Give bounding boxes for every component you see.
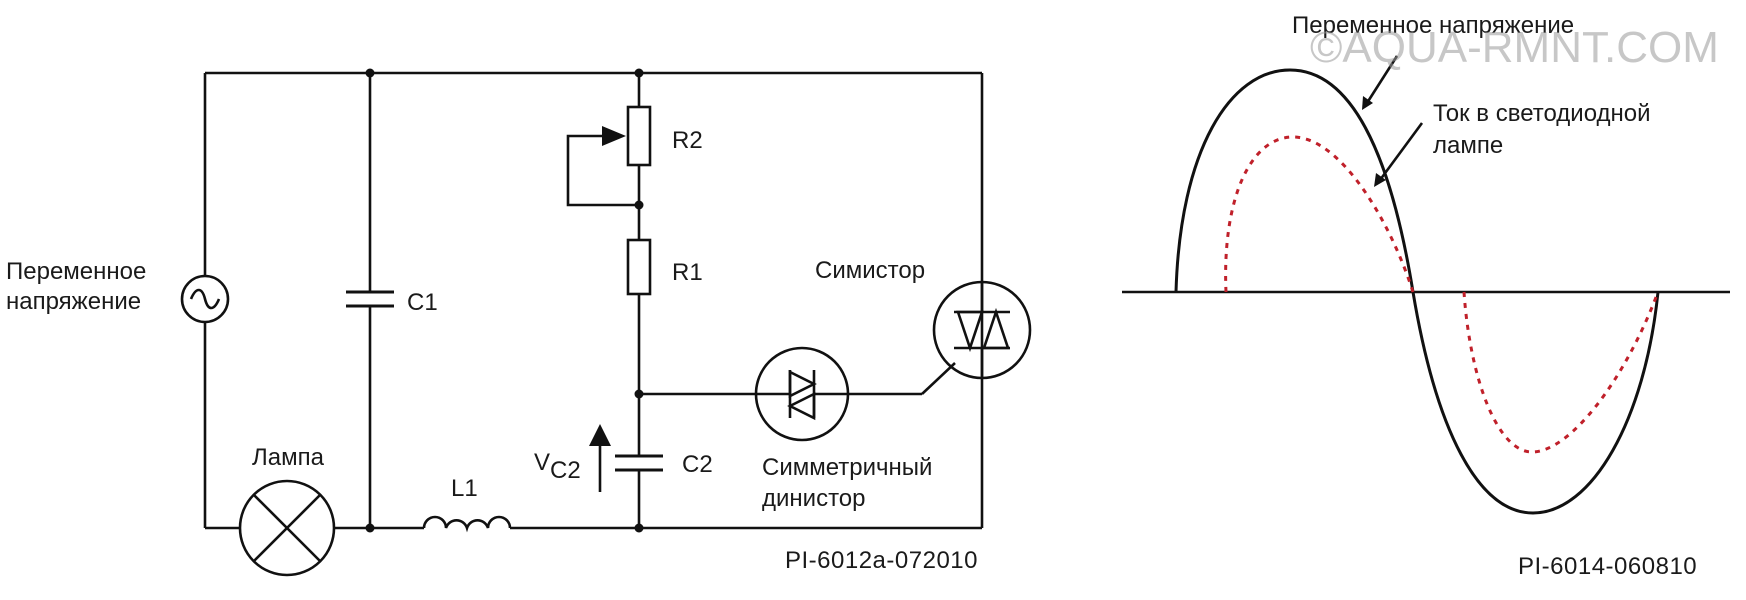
lamp-label: Лампа (252, 444, 325, 471)
diac-label-line2: динистор (762, 485, 866, 512)
wiper-arrow-icon (602, 126, 626, 146)
c2-label: C2 (682, 451, 713, 478)
voltage-leader (1365, 55, 1399, 104)
current-label-line1: Ток в светодиодной (1433, 100, 1651, 127)
sine-icon (189, 288, 221, 310)
triac-label: Симистор (815, 257, 925, 284)
source-label-line2: напряжение (6, 288, 141, 315)
waveform-figure-code: PI-6014-060810 (1518, 553, 1697, 580)
source-label-line1: Переменное (6, 258, 146, 285)
diac (754, 346, 850, 442)
inductor-l1 (422, 515, 512, 533)
triac (932, 280, 1032, 380)
current-label-line2: лампе (1433, 132, 1503, 159)
potentiometer-r2 (602, 105, 652, 167)
circuit-wires (203, 71, 984, 530)
diac-label-line1: Симметричный (762, 454, 932, 481)
current-curve (1224, 135, 1660, 454)
c1-label: C1 (407, 289, 438, 316)
capacitor-c2 (615, 454, 663, 472)
resistor-r1 (626, 238, 652, 296)
voltage-leader-arrow-icon (1362, 96, 1373, 110)
waveform-diagram: Переменное напряжение Ток в светодиодной… (1122, 12, 1730, 580)
ac-source (180, 274, 230, 324)
current-leader (1378, 122, 1424, 181)
circuit-figure-code: PI-6012a-072010 (785, 547, 978, 574)
lamp (238, 479, 336, 577)
r2-label: R2 (672, 127, 703, 154)
watermark: ©AQUA-RMNT.COM (1310, 23, 1719, 72)
vc2-arrow (589, 424, 611, 492)
r1-label: R1 (672, 259, 703, 286)
current-leader-arrow-icon (1374, 173, 1386, 187)
voltage-arrow-icon (589, 424, 611, 446)
vc2-label: VC2 (534, 449, 581, 484)
circuit-diagram: Переменное напряжение C1 R2 R1 C2 (6, 68, 1032, 577)
capacitor-c1 (346, 290, 394, 308)
voltage-label: Переменное напряжение (1292, 12, 1574, 39)
junction-dots (365, 68, 644, 533)
l1-label: L1 (451, 475, 478, 502)
